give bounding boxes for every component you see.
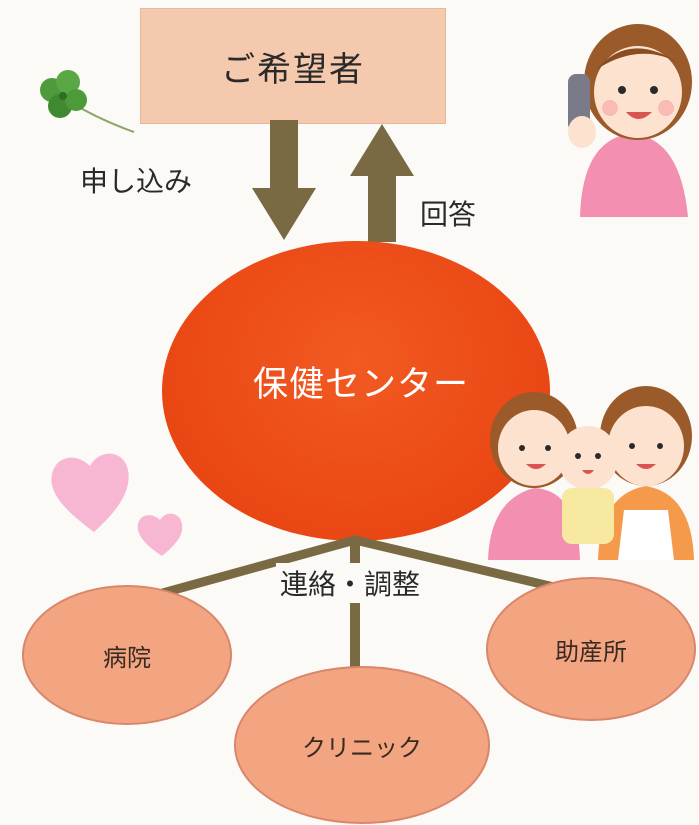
health-center-node: 保健センター [162,241,550,541]
hospital-node: 病院 [22,585,232,725]
hospital-label: 病院 [103,643,151,672]
woman-phone-illustration [568,24,692,217]
apply-label: 申し込み [80,165,193,198]
clover-icon [40,70,135,133]
applicant-box: ご希望者 [140,8,446,124]
applicant-label: ご希望者 [221,49,365,90]
up-arrow [350,124,414,242]
hearts-decoration [51,453,183,556]
down-arrow [252,120,316,240]
health-center-label: 保健センター [252,364,469,405]
clinic-node: クリニック [234,666,490,824]
midwife-label: 助産所 [555,637,627,666]
contact-coordination-label: 連絡・調整 [276,563,425,603]
midwife-node: 助産所 [486,577,696,721]
answer-label: 回答 [420,198,477,231]
arrows [252,120,414,242]
clinic-label: クリニック [302,733,422,762]
mothers-baby-illustration [488,386,694,560]
